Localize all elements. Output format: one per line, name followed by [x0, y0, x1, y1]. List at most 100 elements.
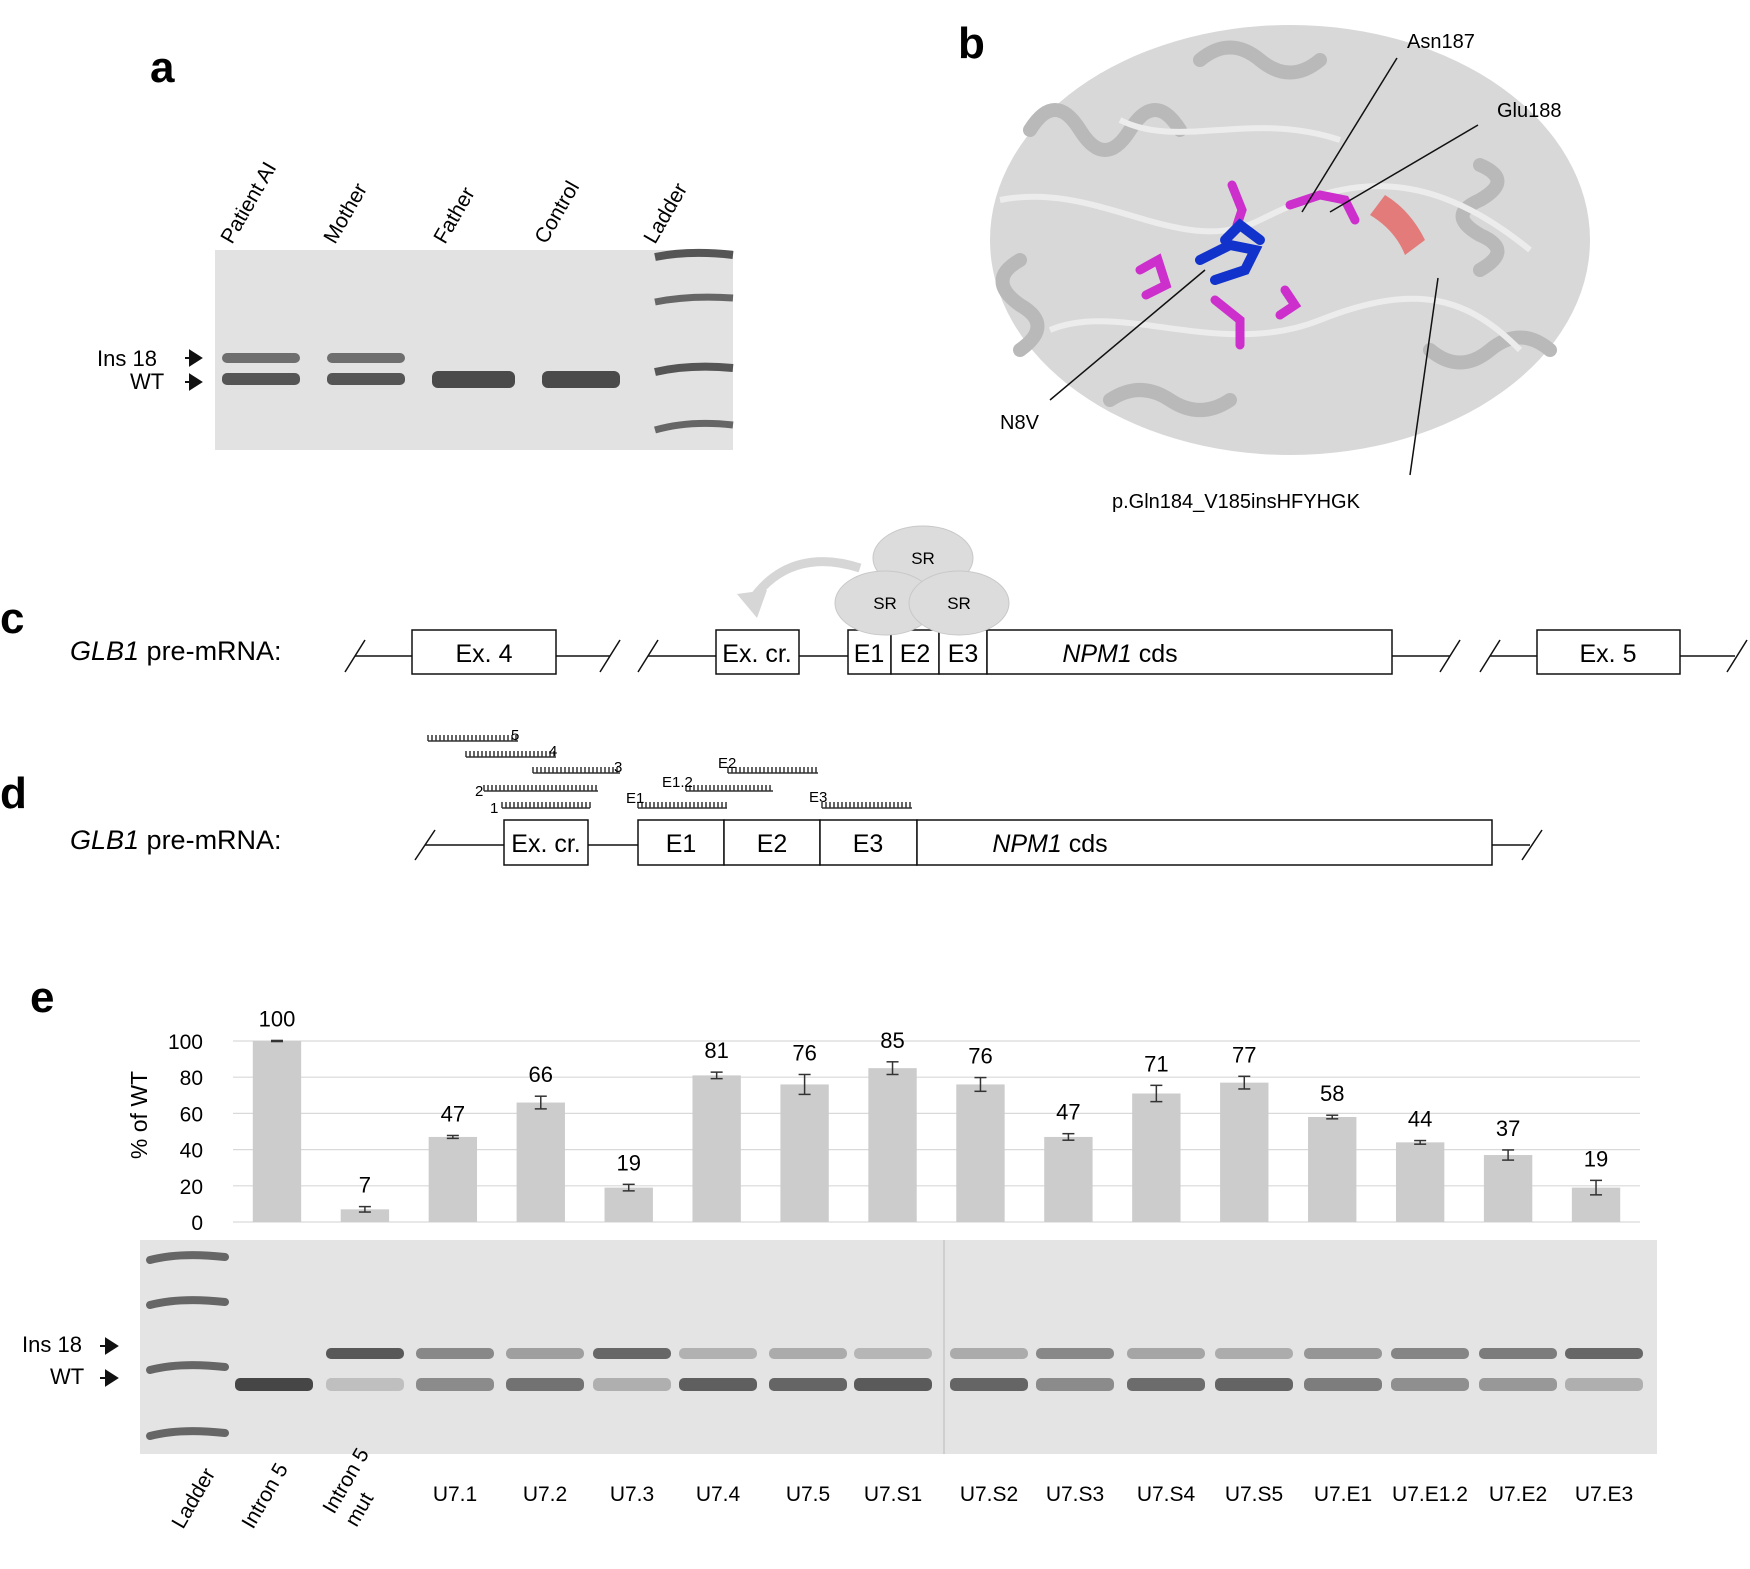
box-excr: Ex. cr. [722, 640, 791, 668]
oligo-label-e1: E1 [626, 790, 644, 807]
arrow-icon [189, 349, 203, 367]
y-tick-label: 0 [191, 1212, 203, 1235]
bar [1044, 1136, 1093, 1222]
bar [428, 1136, 478, 1222]
gel-lane-label: U7.E3 [1575, 1483, 1633, 1506]
oligo-label-3: 3 [614, 759, 622, 776]
panel-d-box-labels: Ex. cr. E1 E2 E3 NPM1 cds [511, 830, 1107, 858]
oligo-label-2: 2 [475, 783, 483, 800]
gel-lane-label: U7.E1 [1314, 1483, 1372, 1506]
data-label: 71 [1144, 1051, 1168, 1076]
data-label: 7 [359, 1173, 371, 1198]
oligo-label-e2: E2 [718, 755, 736, 772]
panel-d-boxes [503, 819, 1493, 866]
gel-lane-label: U7.S1 [864, 1483, 922, 1506]
gel-lane-label: Intron 5 [237, 1459, 293, 1532]
lane-label-mother: Mother [319, 179, 372, 247]
band-label-wt-e: WT [50, 1364, 84, 1389]
gel-lane-label: U7.E2 [1489, 1483, 1547, 1506]
data-label: 76 [792, 1040, 816, 1065]
protein-structure-image [990, 25, 1590, 455]
arrow-icon [105, 1369, 119, 1387]
arrow-icon [105, 1337, 119, 1355]
gel-e-lane-labels: Ladder Intron 5 Intron 5mut U7.1 U7.2 U7.3 U7.… [167, 1444, 1633, 1532]
data-label: 19 [616, 1150, 640, 1175]
panel-c-letter: c [0, 594, 24, 643]
bar [868, 1068, 917, 1222]
data-label: 77 [1232, 1042, 1256, 1067]
sr-label-left: SR [873, 594, 897, 613]
panel-b-letter: b [958, 19, 985, 68]
bar [1308, 1117, 1357, 1222]
bar [516, 1102, 565, 1222]
panel-c-title: GLB1 pre-mRNA: [70, 636, 282, 666]
label-asn187: Asn187 [1407, 31, 1475, 53]
gel-lane-label: U7.S4 [1137, 1483, 1196, 1506]
panel-e-letter: e [30, 973, 54, 1022]
y-tick-label: 20 [180, 1176, 203, 1199]
box-ex5: Ex. 5 [1580, 640, 1637, 668]
panel-d-title: GLB1 pre-mRNA: [70, 825, 282, 855]
bar [1483, 1155, 1533, 1222]
gel-lane-label: U7.2 [523, 1483, 567, 1506]
oligo-labels: 5 4 3 2 1 E1 E1.2 E2 E3 [475, 727, 827, 817]
panel-e-arrows [100, 1337, 119, 1387]
oligo-label-e12: E1.2 [662, 774, 693, 791]
gel-lane-label: U7.4 [696, 1483, 741, 1506]
sr-label-top: SR [911, 549, 935, 568]
oligo-label-1: 1 [490, 800, 498, 817]
sr-proteins: SR SR SR [737, 525, 1010, 636]
panel-a-band-labels: Ins 18 WT [97, 346, 164, 394]
bar [252, 1041, 302, 1222]
bar [340, 1209, 390, 1222]
gel-lane-label: U7.3 [610, 1483, 654, 1506]
oligo-lines [427, 735, 912, 809]
d-box-e1: E1 [666, 830, 697, 858]
d-box-e2: E2 [757, 830, 788, 858]
d-box-excr: Ex. cr. [511, 830, 580, 858]
oligo-label-4: 4 [549, 743, 557, 760]
panel-b-labels: Asn187 Glu188 N8V p.Gln184_V185insHFYHGK [1000, 31, 1562, 513]
box-e1: E1 [854, 640, 885, 668]
data-label: 85 [880, 1028, 904, 1053]
box-e2: E2 [900, 640, 931, 668]
panel-d-letter: d [0, 769, 27, 818]
lane-label-control: Control [530, 177, 584, 247]
gel-lane-label: U7.E1.2 [1392, 1483, 1468, 1506]
data-label: 100 [259, 1006, 296, 1031]
data-label: 81 [704, 1038, 728, 1063]
panel-e-band-labels: Ins 18 WT [22, 1332, 84, 1389]
panel-b-leaders [1049, 57, 1479, 476]
arrow-icon [189, 373, 203, 391]
data-label: 44 [1408, 1107, 1432, 1132]
y-tick-label: 100 [168, 1031, 203, 1054]
curved-arrow-icon [737, 590, 767, 618]
bar [1220, 1082, 1269, 1222]
data-label: 47 [1056, 1100, 1080, 1125]
gel-a [215, 248, 734, 450]
gel-lane-label: U7.S2 [960, 1483, 1018, 1506]
panel-a-lane-labels: Patient AI Mother Father Control Ladder [216, 158, 692, 247]
label-glu188: Glu188 [1497, 100, 1562, 122]
data-label: 58 [1320, 1081, 1344, 1106]
gel-lane-label: Ladder [167, 1464, 220, 1532]
gel-lane-label: Intron 5mut [318, 1444, 396, 1530]
lane-label-ladder: Ladder [639, 179, 692, 247]
bar [692, 1075, 741, 1222]
band-label-ins18-e: Ins 18 [22, 1332, 82, 1357]
d-box-e3: E3 [853, 830, 884, 858]
panel-d-gene: GLB1 [70, 825, 139, 855]
panel-a-arrows [185, 349, 203, 391]
d-box-npm1: NPM1 cds [992, 830, 1107, 858]
label-n8v: N8V [1000, 412, 1040, 434]
gel-lane-label: U7.1 [433, 1483, 477, 1506]
panel-a-letter: a [150, 43, 175, 92]
y-tick-label: 40 [180, 1140, 203, 1163]
panel-c-boxes [411, 629, 1681, 675]
lane-label-father: Father [429, 183, 479, 247]
panel-c-box-labels: Ex. 4 Ex. cr. E1 E2 E3 NPM1 cds Ex. 5 [456, 640, 1637, 668]
box-ex4: Ex. 4 [456, 640, 513, 668]
data-label: 19 [1584, 1146, 1608, 1171]
data-label: 37 [1496, 1116, 1520, 1141]
